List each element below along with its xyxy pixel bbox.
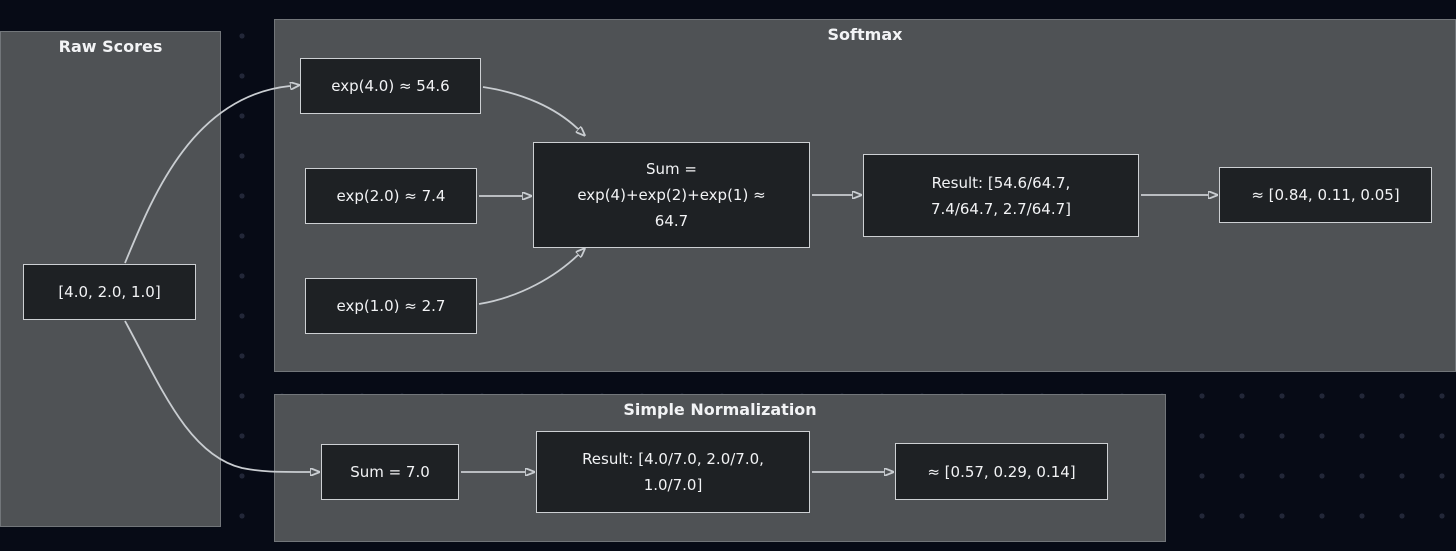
node-label-line: exp(4)+exp(2)+exp(1) ≈ xyxy=(577,186,766,204)
node-sum-softmax: Sum = exp(4)+exp(2)+exp(1) ≈ 64.7 xyxy=(533,142,810,248)
container-title-simple-normalization: Simple Normalization xyxy=(623,400,817,419)
node-exp4: exp(4.0) ≈ 54.6 xyxy=(300,58,481,114)
node-label: exp(2.0) ≈ 7.4 xyxy=(336,187,446,205)
node-result-simple: Result: [4.0/7.0, 2.0/7.0, 1.0/7.0] xyxy=(536,431,810,513)
node-label: exp(4.0) ≈ 54.6 xyxy=(331,77,450,95)
node-label-line: Result: [4.0/7.0, 2.0/7.0, xyxy=(582,450,764,468)
node-label: Sum = 7.0 xyxy=(350,463,430,481)
node-label: [4.0, 2.0, 1.0] xyxy=(58,283,161,301)
node-sum-simple: Sum = 7.0 xyxy=(321,444,459,500)
node-label-line: 7.4/64.7, 2.7/64.7] xyxy=(930,199,1071,218)
container-title-softmax: Softmax xyxy=(827,25,903,44)
node-label-line: Result: [54.6/64.7, xyxy=(931,173,1071,192)
node-exp2: exp(2.0) ≈ 7.4 xyxy=(305,168,477,224)
node-result-softmax: Result: [54.6/64.7, 7.4/64.7, 2.7/64.7] xyxy=(863,154,1139,237)
node-raw-scores: [4.0, 2.0, 1.0] xyxy=(23,264,196,320)
node-final-simple: ≈ [0.57, 0.29, 0.14] xyxy=(895,443,1108,500)
node-label: ≈ [0.84, 0.11, 0.05] xyxy=(1251,186,1400,204)
node-label: exp(1.0) ≈ 2.7 xyxy=(336,297,446,315)
container-title-raw-scores: Raw Scores xyxy=(58,37,163,56)
node-label-line: Sum = xyxy=(646,160,697,178)
node-label: ≈ [0.57, 0.29, 0.14] xyxy=(927,462,1076,481)
node-exp1: exp(1.0) ≈ 2.7 xyxy=(305,278,477,334)
node-final-softmax: ≈ [0.84, 0.11, 0.05] xyxy=(1219,167,1432,223)
node-label-line: 1.0/7.0] xyxy=(643,476,703,494)
node-label-line: 64.7 xyxy=(654,212,689,230)
